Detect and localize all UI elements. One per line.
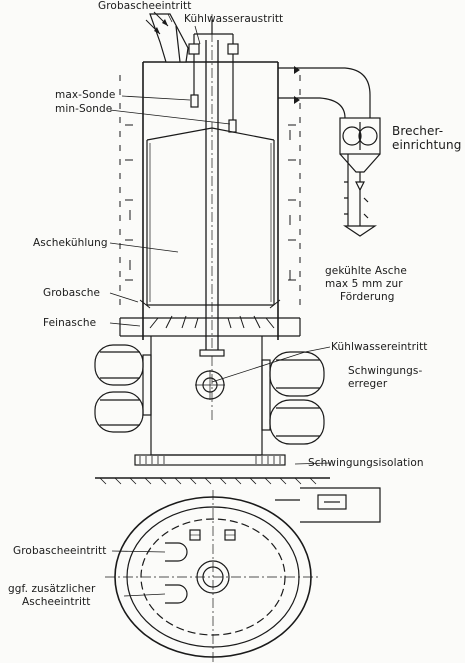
level-probes (190, 94, 237, 133)
leader-lines (109, 13, 331, 597)
fine-ash-arrows (139, 299, 281, 329)
vibrator-right (261, 351, 325, 445)
base-isolation (95, 454, 330, 485)
drive-arm (275, 487, 381, 523)
label-cooled-ash-1: gekühlte Asche (325, 265, 407, 277)
label-ash-cooling: Aschekühlung (33, 237, 108, 249)
label-vibrator-1: Schwingungs- (348, 365, 423, 377)
label-cooling-water-outlet: Kühlwasseraustritt (184, 13, 284, 25)
central-shaft (199, 14, 225, 420)
inner-cylinder (146, 127, 275, 306)
crusher (339, 117, 381, 237)
vessel-outer (119, 61, 301, 340)
label-optional-inlet-1: ggf. zusätzlicher (8, 583, 96, 595)
label-optional-inlet-2: Ascheeintritt (22, 596, 91, 608)
label-crusher-1: Brecher- (392, 124, 444, 138)
label-cooled-ash-2: max 5 mm zur (325, 278, 403, 290)
label-min-probe: min-Sonde (55, 103, 113, 115)
label-crusher-2: einrichtung (392, 138, 462, 152)
label-vibrator-2: erreger (348, 378, 388, 390)
label-coarse-ash-inlet-top: Grobascheeintritt (98, 0, 192, 12)
jacket-dashes (119, 75, 301, 310)
label-coarse-ash-inlet-bottom: Grobascheeintritt (13, 545, 107, 557)
coarse-ash-inlet-chute (145, 11, 189, 63)
label-cooling-water-inlet: Kühlwassereintritt (331, 341, 428, 353)
label-coarse-ash: Grobasche (43, 287, 101, 299)
outlet-piping (278, 66, 371, 119)
label-vibration-isolation: Schwingungsisolation (308, 457, 424, 469)
vibrator-left (94, 344, 152, 433)
label-fine-ash: Feinasche (43, 317, 97, 329)
label-max-probe: max-Sonde (55, 89, 116, 101)
label-cooled-ash-3: Förderung (340, 291, 395, 303)
plan-view (105, 490, 320, 662)
